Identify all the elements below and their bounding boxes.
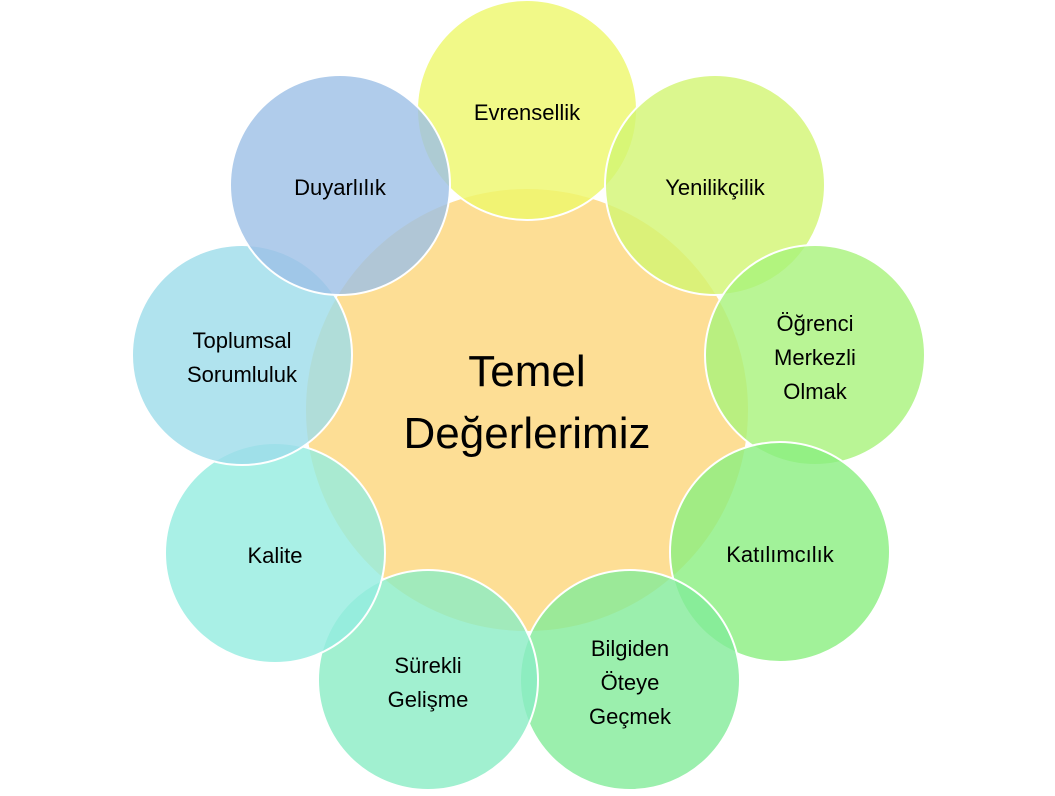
value-label-line: Geçmek <box>589 704 671 729</box>
value-circle <box>131 244 353 466</box>
value-label: Yenilikçilik <box>665 171 764 205</box>
value-label-line: Sorumluluk <box>186 362 298 387</box>
value-label-line: Olmak <box>783 379 847 404</box>
value-circle <box>317 569 539 791</box>
value-label-line: Kalite <box>247 543 303 568</box>
value-label-line: Öteye <box>600 670 660 695</box>
value-label: Katılımcılık <box>726 538 834 572</box>
center-label-line: Temel <box>468 347 586 396</box>
value-label-line: Öğrenci <box>776 311 854 336</box>
value-circle <box>229 74 451 296</box>
value-label: Kalite <box>247 539 302 573</box>
value-label-line: Sürekli <box>394 653 462 678</box>
value-label: Evrensellik <box>474 96 580 130</box>
value-label: Duyarlılık <box>294 171 386 205</box>
value-label-line: Gelişme <box>387 687 469 712</box>
value-label-line: Yenilikçilik <box>665 175 765 200</box>
value-label-line: Bilgiden <box>590 636 670 661</box>
value-circle <box>604 74 826 296</box>
value-circle <box>669 441 891 663</box>
value-label-line: Evrensellik <box>473 100 581 125</box>
value-label-line: Katılımcılık <box>726 542 834 567</box>
value-label-line: Toplumsal <box>192 328 292 353</box>
center-label-line: Değerlerimiz <box>403 409 651 458</box>
value-label-line: Duyarlılık <box>294 175 386 200</box>
value-label-line: Merkezli <box>774 345 856 370</box>
